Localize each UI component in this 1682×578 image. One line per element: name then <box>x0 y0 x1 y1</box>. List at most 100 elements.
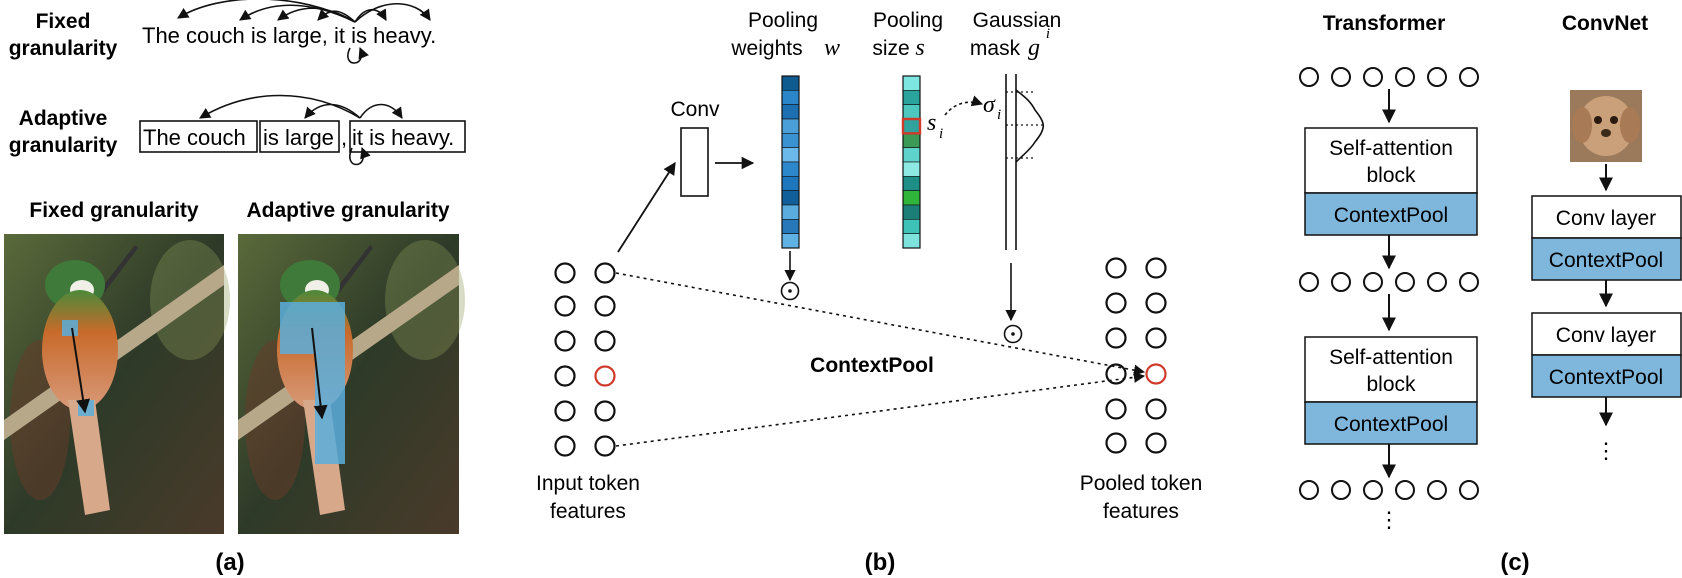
bird-body <box>42 290 118 410</box>
pooling-size-outline <box>902 75 921 249</box>
self-attention-2-line1: Self-attention <box>1329 346 1453 369</box>
pooling-size-cell <box>902 219 921 234</box>
img-adaptive-title: Adaptive granularity <box>246 199 449 222</box>
transformer-title: Transformer <box>1323 12 1446 35</box>
pooled-token-columns <box>1105 257 1167 454</box>
caption-a: (a) <box>215 549 244 576</box>
conv-layer-1 <box>1531 195 1682 239</box>
self-attention-2-line2: block <box>1366 373 1416 396</box>
pooled-label-line1: Pooled token <box>1080 472 1203 495</box>
pooling-weight-cell <box>781 90 800 105</box>
self-attention-block-1 <box>1304 127 1478 194</box>
pooling-size-cell <box>902 190 921 206</box>
pooling-weight-cell <box>781 118 800 134</box>
adaptive-patch-2 <box>315 354 345 464</box>
fixed-patch-2 <box>78 400 94 416</box>
odot-gaussian <box>1003 324 1023 344</box>
pooling-size-symbol: s <box>915 35 924 61</box>
input-label-line1: Input token <box>536 472 640 495</box>
gaussian-line1: Gaussian <box>973 9 1062 32</box>
transformer-token-row-3 <box>1299 480 1479 500</box>
panel-a: Fixed granularity The couch is large, it… <box>4 0 466 576</box>
convnet-ellipsis: ⋮ <box>1595 438 1617 463</box>
sigma-i-subscript: i <box>997 107 1001 123</box>
pooling-size-line1: Pooling <box>873 9 943 32</box>
bird-image-adaptive <box>238 234 465 534</box>
pooling-weight-cell <box>781 176 800 191</box>
gaussian-superscript: i <box>1046 26 1050 42</box>
convnet-contextpool-1-label: ContextPool <box>1549 249 1663 272</box>
bird-image-fixed <box>4 234 230 534</box>
panel-b: Input token features Conv Pooling weight… <box>536 9 1202 576</box>
fixed-patch-1 <box>62 320 78 336</box>
conv-layer-2 <box>1531 312 1682 356</box>
conv-layer-2-label: Conv layer <box>1556 324 1656 347</box>
pooling-size-cell <box>902 161 921 177</box>
gaussian-symbol: g <box>1028 35 1040 61</box>
pooling-weight-outline <box>781 75 800 249</box>
pooling-size-cell <box>902 75 921 91</box>
panel-c: Transformer ConvNet Self-attention block… <box>1299 12 1682 576</box>
chunk-comma: , <box>341 125 347 150</box>
pooling-size-cell <box>902 90 921 105</box>
gaussian-line2: mask <box>970 37 1021 60</box>
adaptive-granularity-label-line1: Adaptive <box>19 107 108 130</box>
pooling-weights-line2: weights <box>730 37 802 60</box>
chunk-it-is-heavy: it is heavy. <box>352 125 454 150</box>
pooling-size-column <box>901 75 922 249</box>
arrow-to-conv <box>617 161 676 253</box>
s-i-subscript: i <box>939 126 943 142</box>
pooling-size-line2: size <box>872 37 909 60</box>
pooling-weights-column <box>781 75 800 249</box>
odot-weights <box>780 281 800 301</box>
pooled-label-line2: features <box>1103 500 1179 523</box>
pooling-weight-cell <box>781 233 800 249</box>
chunk-the-couch: The couch <box>143 125 246 150</box>
transformer-contextpool-2-label: ContextPool <box>1334 413 1448 436</box>
pooling-size-cell <box>902 176 921 191</box>
pooling-weight-cell <box>781 190 800 206</box>
pooling-weight-cell <box>781 104 800 120</box>
pooling-size-cell <box>902 233 921 249</box>
transformer-token-row-2 <box>1299 272 1479 292</box>
convnet-contextpool-2-label: ContextPool <box>1549 366 1663 389</box>
convnet-title: ConvNet <box>1562 12 1648 35</box>
self-attention-1-line2: block <box>1366 164 1416 187</box>
caption-c: (c) <box>1500 549 1529 576</box>
arrow-size-to-sigma <box>944 95 984 116</box>
pooling-size-highlight <box>901 117 922 135</box>
input-token-columns <box>554 262 616 457</box>
dog-image <box>1570 90 1642 162</box>
self-attention-1-line1: Self-attention <box>1329 137 1453 160</box>
transformer-contextpool-2 <box>1304 401 1478 445</box>
gaussian-mask-plot <box>1005 74 1045 250</box>
conv-box <box>680 127 709 197</box>
self-attention-block-2 <box>1304 336 1478 403</box>
transformer-contextpool-1 <box>1304 192 1478 236</box>
contextpool-center-label: ContextPool <box>810 354 934 377</box>
chunk-is-large: is large <box>263 125 334 150</box>
fixed-arrow <box>71 327 90 414</box>
adaptive-attention-arcs <box>199 94 403 166</box>
pooling-weight-cell <box>781 75 800 91</box>
pooling-weight-cell <box>781 147 800 163</box>
caption-b: (b) <box>865 549 896 576</box>
fixed-attention-arcs <box>177 0 431 64</box>
pooling-weight-cell <box>781 161 800 177</box>
adaptive-chunk-boxes <box>139 120 466 153</box>
pooling-connections <box>615 272 1146 447</box>
bird-tail <box>68 400 110 515</box>
adaptive-arrow <box>311 327 328 420</box>
conv-layer-1-label: Conv layer <box>1556 207 1656 230</box>
pooling-size-cell <box>902 204 921 220</box>
conv-label: Conv <box>670 98 720 121</box>
pooling-weight-cell <box>781 204 800 220</box>
fixed-granularity-label-line1: Fixed <box>36 10 91 33</box>
convnet-contextpool-1 <box>1531 237 1682 281</box>
transformer-contextpool-1-label: ContextPool <box>1334 204 1448 227</box>
transformer-token-row-1 <box>1299 67 1479 87</box>
fixed-granularity-label-line2: granularity <box>9 37 118 60</box>
pooling-size-cell <box>902 147 921 163</box>
fixed-sentence: The couch is large, it is heavy. <box>142 23 436 48</box>
transformer-ellipsis: ⋮ <box>1378 507 1400 532</box>
